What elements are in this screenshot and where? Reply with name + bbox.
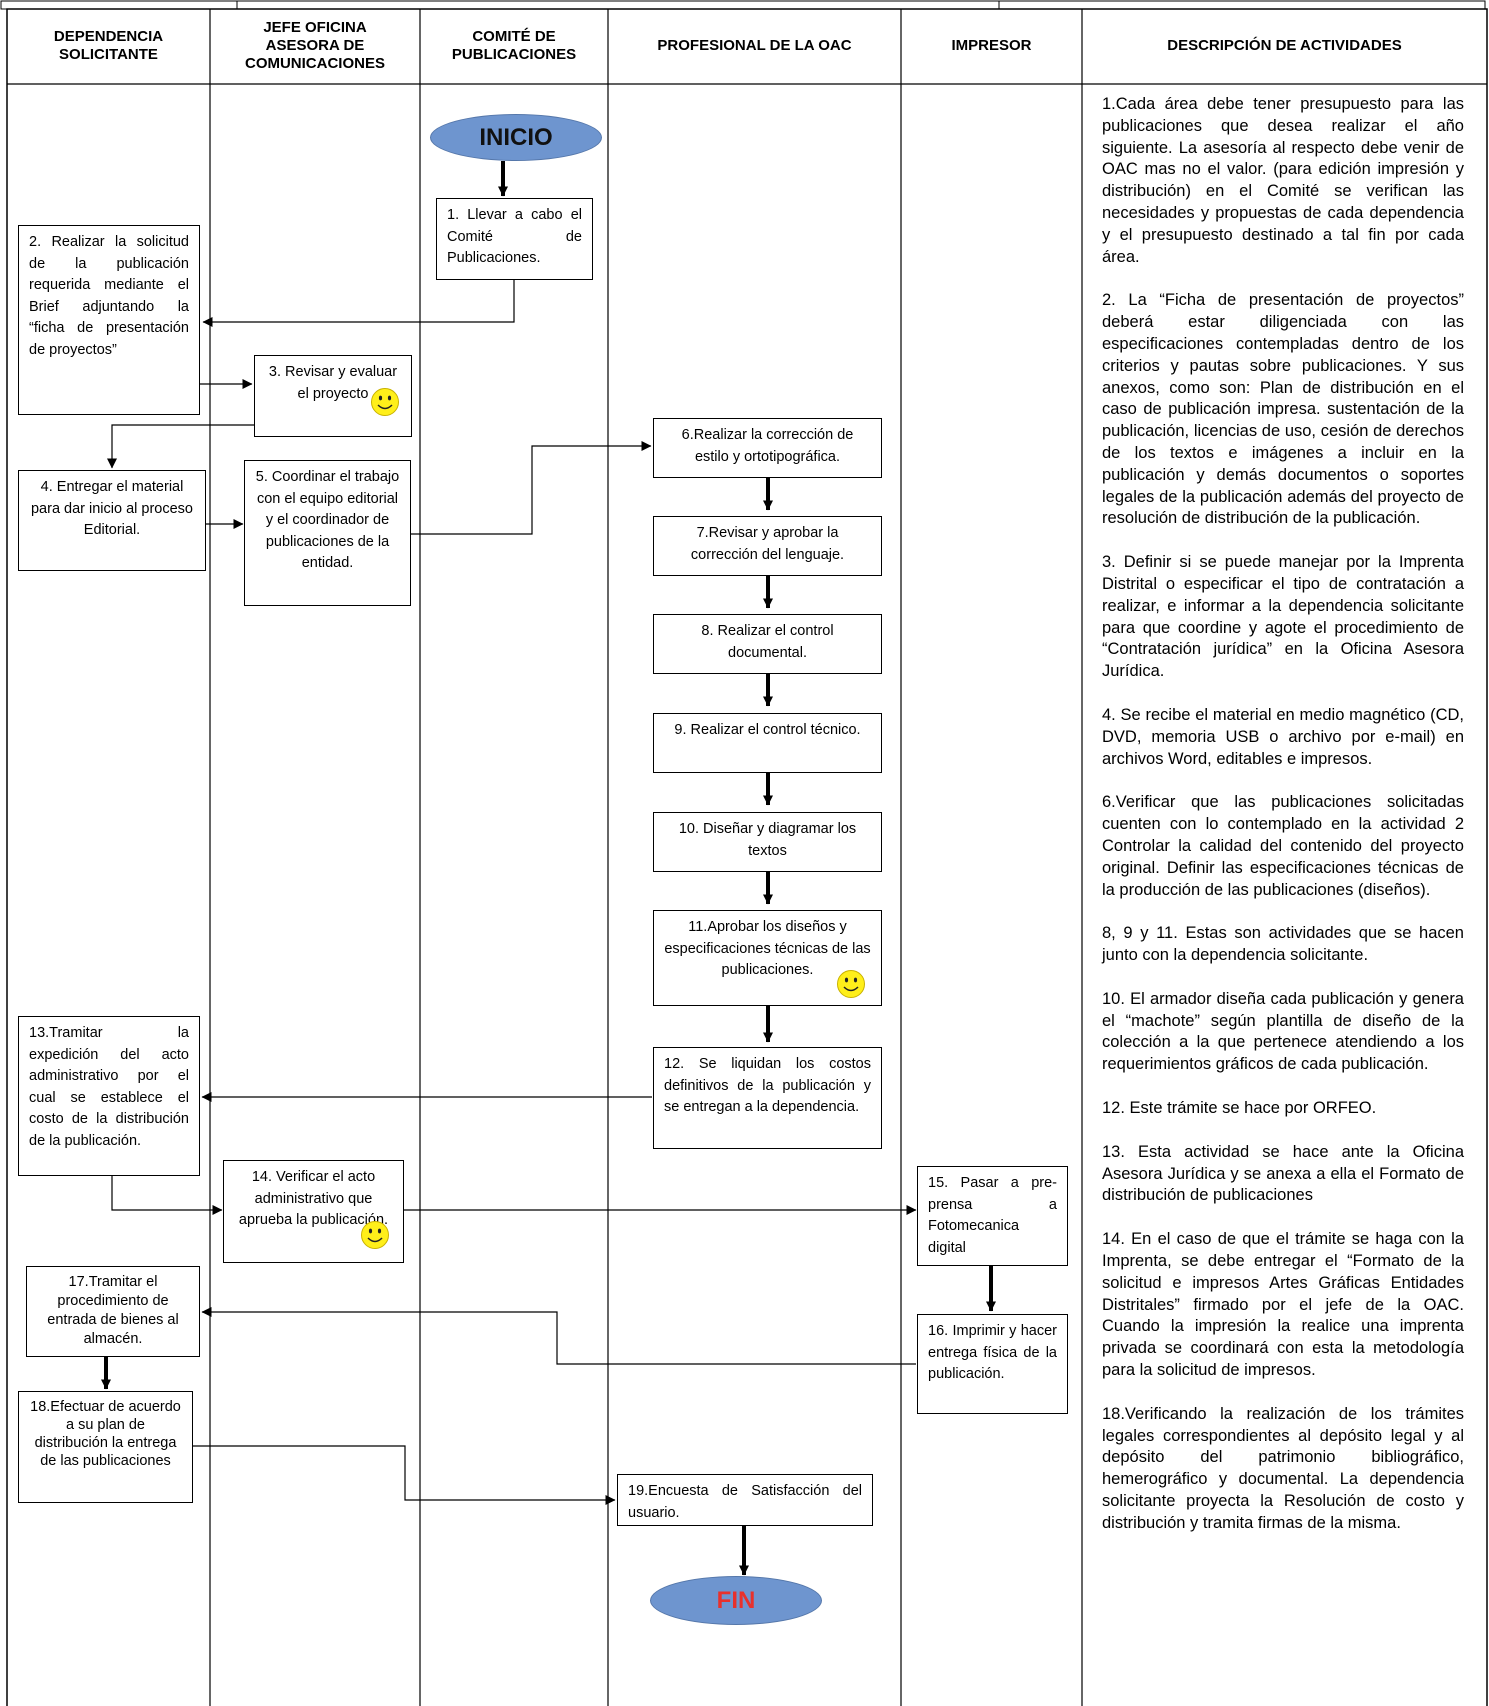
step-9: 9. Realizar el control técnico. xyxy=(653,713,882,773)
step-10: 10. Diseñar y diagramar los textos xyxy=(653,812,882,872)
description-paragraph: 3. Definir si se puede manejar por la Im… xyxy=(1102,553,1464,681)
step-5: 5. Coordinar el trabajo con el equipo ed… xyxy=(244,460,411,606)
activity-descriptions: 1.Cada área debe tener presupuesto para … xyxy=(1102,94,1464,1535)
arrow-13-14 xyxy=(111,1176,223,1215)
description-paragraph: 12. Este trámite se hace por ORFEO. xyxy=(1102,1099,1377,1118)
header-comite: COMITÉ DE PUBLICACIONES xyxy=(451,28,577,63)
step-16: 16. Imprimir y hacer entrega física de l… xyxy=(917,1314,1068,1414)
step-17: 17.Tramitar el procedimiento de entrada … xyxy=(26,1266,200,1357)
step-1: 1. Llevar a cabo el Comité de Publicacio… xyxy=(436,198,593,280)
arrow-18-19 xyxy=(193,1445,616,1505)
step-19: 19.Encuesta de Satisfacción del usuario. xyxy=(617,1474,873,1526)
start-terminal: INICIO xyxy=(430,114,602,161)
arrow-5-6 xyxy=(410,441,652,535)
description-paragraph: 13. Esta actividad se hace ante la Ofici… xyxy=(1102,1142,1464,1205)
step-14: 14. Verificar el acto administrativo que… xyxy=(223,1160,404,1263)
smiley-icon xyxy=(371,388,399,416)
step-18: 18.Efectuar de acuerdo a su plan de dist… xyxy=(18,1391,193,1503)
header-descripcion: DESCRIPCIÓN DE ACTIVIDADES xyxy=(1167,37,1402,54)
description-paragraph: 2. La “Ficha de presentación de proyecto… xyxy=(1102,291,1464,528)
description-paragraph: 4. Se recibe el material en medio magnét… xyxy=(1102,705,1464,768)
header-dependencia: DEPENDENCIA SOLICITANTE xyxy=(53,28,164,63)
header-impresor: IMPRESOR xyxy=(951,37,1032,54)
arrow-1-2 xyxy=(202,280,515,327)
step-7: 7.Revisar y aprobar la corrección del le… xyxy=(653,516,882,576)
step-4: 4. Entregar el material para dar inicio … xyxy=(18,470,206,571)
description-paragraph: 18.Verificando la realización de los trá… xyxy=(1102,1404,1464,1532)
step-13: 13.Tramitar la expedición del acto admin… xyxy=(18,1016,200,1176)
arrow-16-17 xyxy=(201,1307,916,1365)
arrow-3-4 xyxy=(107,424,254,469)
step-3-text: 3. Revisar y evaluar el proyecto xyxy=(268,364,398,402)
description-paragraph: 6.Verificar que las publicaciones solici… xyxy=(1102,793,1464,899)
description-paragraph: 1.Cada área debe tener presupuesto para … xyxy=(1102,95,1464,266)
step-2: 2. Realizar la solicitud de la publicaci… xyxy=(18,225,200,415)
step-6: 6.Realizar la corrección de estilo y ort… xyxy=(653,418,882,478)
step-12: 12. Se liquidan los costos definitivos d… xyxy=(653,1047,882,1149)
smiley-icon xyxy=(837,970,865,998)
table-frame xyxy=(6,8,1488,1706)
end-terminal: FIN xyxy=(650,1576,822,1625)
description-paragraph: 14. En el caso de que el trámite se haga… xyxy=(1102,1230,1464,1380)
description-paragraph: 10. El armador diseña cada publicación y… xyxy=(1102,989,1464,1074)
header-jefe-oficina: JEFE OFICINA ASESORA DE COMUNICACIONES xyxy=(244,19,385,72)
header-profesional: PROFESIONAL DE LA OAC xyxy=(657,37,852,54)
step-15: 15. Pasar a pre-prensa a Fotomecanica di… xyxy=(917,1166,1068,1266)
description-paragraph: 8, 9 y 11. Estas son actividades que se … xyxy=(1102,924,1464,965)
step-8: 8. Realizar el control documental. xyxy=(653,614,882,674)
smiley-icon xyxy=(361,1221,389,1249)
